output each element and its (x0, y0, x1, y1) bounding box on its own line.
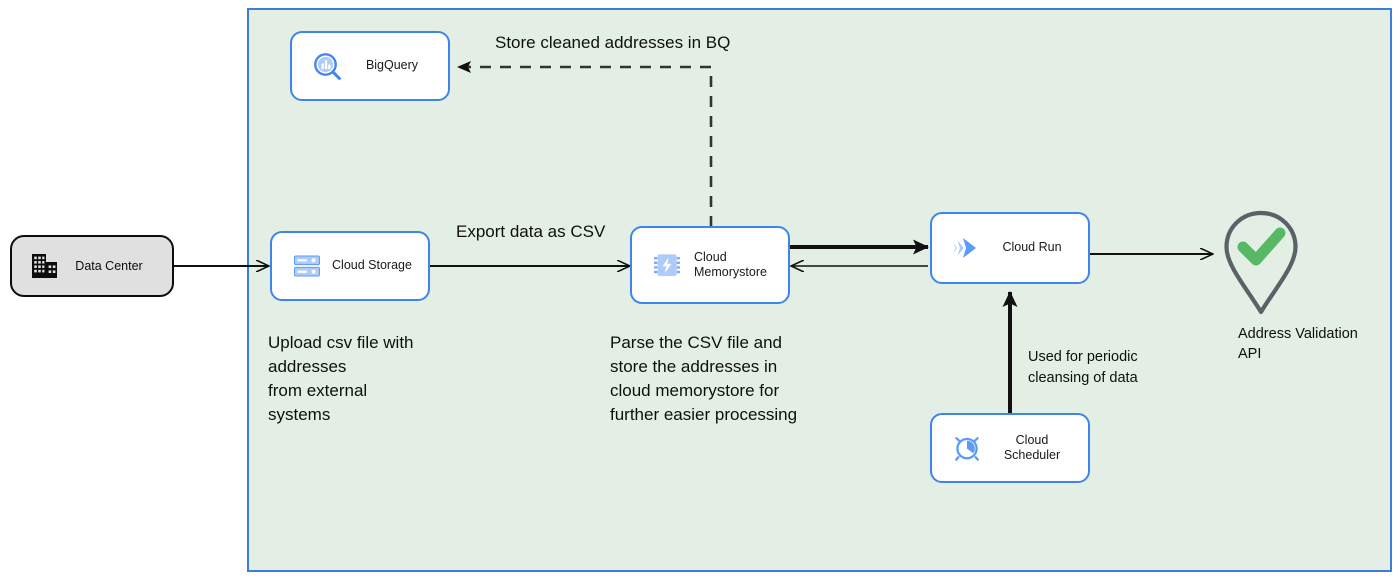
node-cloud-scheduler[interactable]: Cloud Scheduler (930, 413, 1090, 483)
cloud-run-icon (950, 231, 984, 265)
node-cloud-storage[interactable]: Cloud Storage (270, 231, 430, 301)
node-cloud-memorystore[interactable]: Cloud Memorystore (630, 226, 790, 304)
node-cloud-scheduler-label: Cloud Scheduler (1003, 432, 1061, 462)
node-cloud-memorystore-label: Cloud Memorystore (694, 249, 767, 279)
address-validation-api-label: Address Validation API (1238, 326, 1358, 362)
cloud-scheduler-icon (950, 431, 984, 465)
edge-label-store-cleaned: Store cleaned addresses in BQ (495, 33, 731, 52)
google-cloud-zone (247, 8, 1392, 572)
node-cloud-run[interactable]: Cloud Run (930, 212, 1090, 284)
edge-label-export-csv: Export data as CSV (456, 222, 606, 241)
note-parse-csv: Parse the CSV file and store the address… (610, 333, 798, 425)
node-data-center-label: Data Center (75, 259, 143, 273)
map-pin-check-icon (1224, 210, 1298, 315)
building-icon (28, 250, 60, 282)
node-bigquery-label: BigQuery (365, 58, 419, 73)
node-bigquery[interactable]: BigQuery (290, 31, 450, 101)
bigquery-icon (310, 49, 344, 83)
node-cloud-run-label: Cloud Run (1002, 240, 1062, 255)
node-data-center[interactable]: Data Center (10, 235, 174, 297)
node-cloud-storage-label: Cloud Storage (332, 258, 412, 273)
note-upload-csv: Upload csv file with addresses from exte… (268, 333, 414, 425)
cloud-storage-icon (290, 249, 324, 283)
node-address-validation-api[interactable] (1218, 208, 1304, 318)
note-scheduler-periodic: Used for periodic cleansing of data (1028, 349, 1138, 387)
cloud-memorystore-icon (650, 248, 684, 282)
